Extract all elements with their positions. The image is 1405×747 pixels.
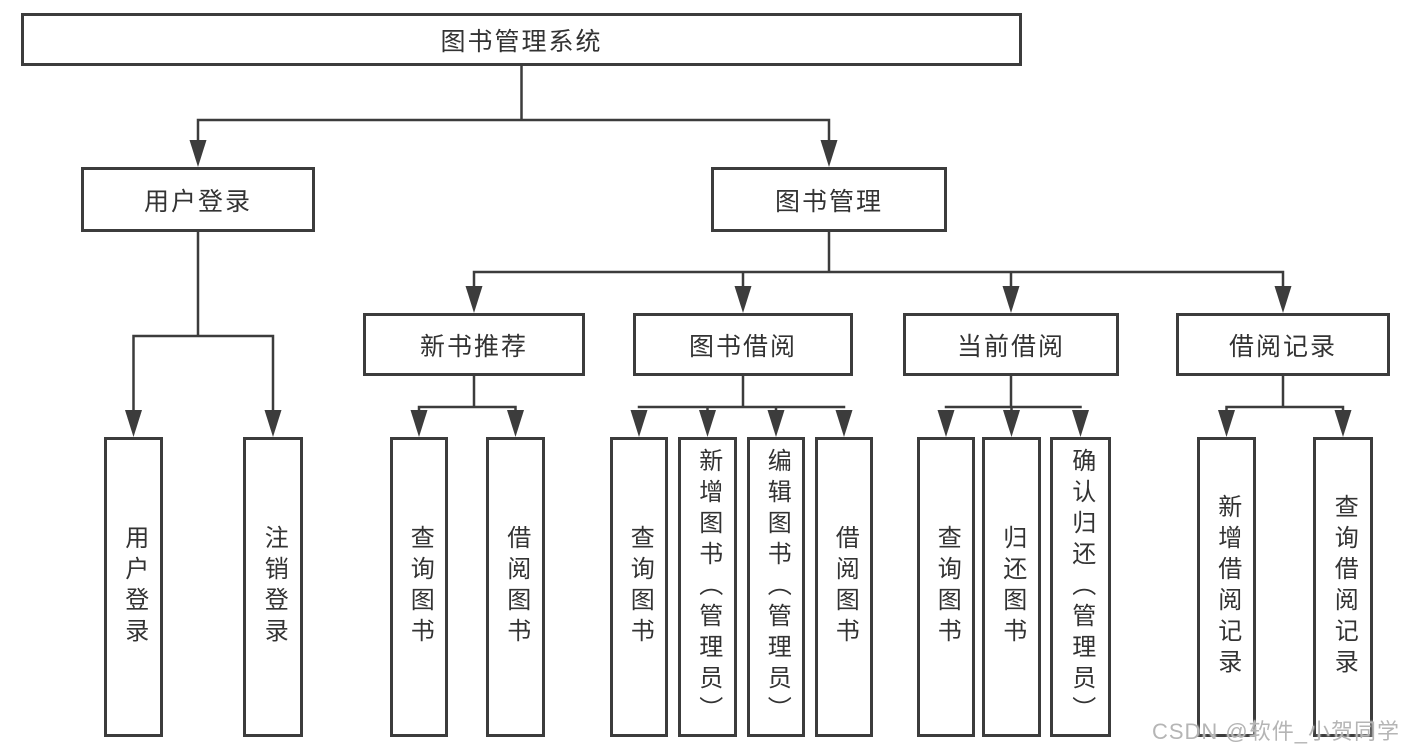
node-borrowing-records: 借阅记录 <box>1176 313 1390 376</box>
node-new-book-recommend: 新书推荐 <box>363 313 585 376</box>
arrowhead <box>1218 410 1235 437</box>
node-leaf-query-books-borrowing: 查询图书 <box>610 437 668 737</box>
node-leaf-query-books-recommend: 查询图书 <box>390 437 448 737</box>
node-book-borrowing: 图书借阅 <box>633 313 853 376</box>
node-leaf-borrow-books: 借阅图书 <box>815 437 873 737</box>
node-user-login: 用户登录 <box>81 167 315 232</box>
node-book-management: 图书管理 <box>711 167 947 232</box>
arrowhead <box>734 286 752 313</box>
leaf-label: 查询借阅记录 <box>1330 494 1358 680</box>
leaf-label: 确认归还（管理员） <box>1067 447 1095 727</box>
arrowhead <box>699 410 716 437</box>
connector-current-borrowing <box>944 372 1082 417</box>
node-leaf-add-books-admin: 新增图书（管理员） <box>678 437 737 737</box>
arrowhead <box>630 410 648 437</box>
node-leaf-query-books-current: 查询图书 <box>917 437 975 737</box>
node-library-management-system: 图书管理系统 <box>21 13 1022 66</box>
arrowhead <box>465 286 483 313</box>
arrowhead <box>125 410 142 437</box>
csdn-watermark: CSDN @软件_小贺同学 <box>1151 719 1400 744</box>
node-leaf-borrow-books-recommend: 借阅图书 <box>486 437 545 737</box>
connector-book-management <box>472 228 1285 294</box>
leaf-label: 查询图书 <box>626 525 654 649</box>
node-leaf-user-login: 用户登录 <box>104 437 163 737</box>
leaf-label: 编辑图书（管理员） <box>763 447 791 727</box>
leaf-label: 查询图书 <box>933 525 961 649</box>
node-leaf-confirm-return-admin: 确认归还（管理员） <box>1050 437 1111 737</box>
leaf-label: 新增图书（管理员） <box>694 447 722 727</box>
arrowhead <box>1002 286 1020 313</box>
arrowhead <box>1334 410 1352 437</box>
connector-book-borrowing <box>637 372 846 417</box>
connector-new-book-recommend <box>417 372 517 417</box>
leaf-label: 新增借阅记录 <box>1213 494 1241 680</box>
node-leaf-return-books: 归还图书 <box>982 437 1041 737</box>
arrowhead <box>1003 410 1020 437</box>
arrowhead <box>264 410 282 437</box>
node-leaf-query-borrow-record: 查询借阅记录 <box>1313 437 1373 737</box>
leaf-label: 用户登录 <box>120 525 148 649</box>
arrowhead <box>1072 410 1089 437</box>
arrowhead <box>937 410 955 437</box>
arrowhead <box>410 410 428 437</box>
node-leaf-logout: 注销登录 <box>243 437 303 737</box>
connector-borrowing-records <box>1225 372 1345 417</box>
arrowhead <box>820 140 838 167</box>
leaf-label: 借阅图书 <box>502 525 530 649</box>
arrowhead <box>1274 286 1292 313</box>
node-current-borrowing: 当前借阅 <box>903 313 1119 376</box>
leaf-label: 归还图书 <box>998 525 1026 649</box>
leaf-label: 借阅图书 <box>831 525 859 649</box>
arrowhead <box>767 410 785 437</box>
node-leaf-edit-books-admin: 编辑图书（管理员） <box>747 437 805 737</box>
connector-root <box>196 64 831 148</box>
arrowhead <box>507 410 524 437</box>
connector-user-login <box>132 228 275 417</box>
leaf-label: 注销登录 <box>260 525 288 649</box>
arrowhead <box>189 140 207 167</box>
leaf-label: 查询图书 <box>406 525 434 649</box>
node-leaf-add-borrow-record: 新增借阅记录 <box>1197 437 1256 737</box>
arrowhead <box>835 410 853 437</box>
